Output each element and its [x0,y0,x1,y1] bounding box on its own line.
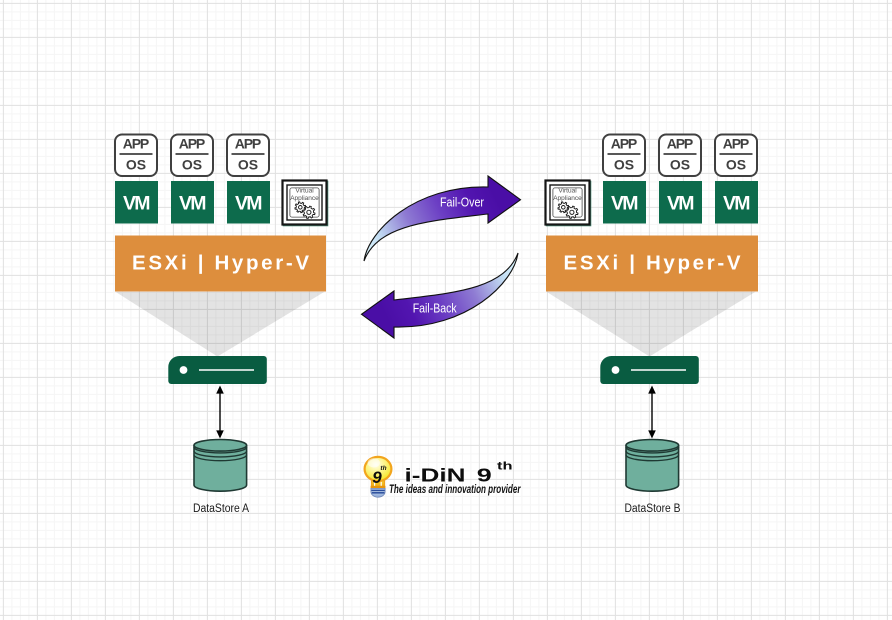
svg-text:th: th [380,465,386,472]
svg-text:ESXi | Hyper-V: ESXi | Hyper-V [132,252,309,275]
svg-text:9: 9 [477,465,492,485]
svg-text:Appliance: Appliance [290,195,319,202]
svg-text:Virtual: Virtual [295,188,314,195]
svg-text:DataStore B: DataStore B [625,503,681,515]
svg-text:OS: OS [126,156,146,172]
svg-text:APP: APP [123,135,150,151]
svg-text:DataStore A: DataStore A [193,503,249,515]
svg-text:Fail-Back: Fail-Back [413,302,458,316]
svg-text:Fail-Over: Fail-Over [440,196,484,210]
svg-text:th: th [497,460,513,472]
svg-text:9: 9 [372,468,382,487]
svg-text:VM: VM [123,192,151,214]
svg-text:i-DiN: i-DiN [405,465,466,485]
svg-text:The ideas and innovation provi: The ideas and innovation provider [389,484,521,496]
svg-text:ESXi | Hyper-V: ESXi | Hyper-V [564,252,741,275]
